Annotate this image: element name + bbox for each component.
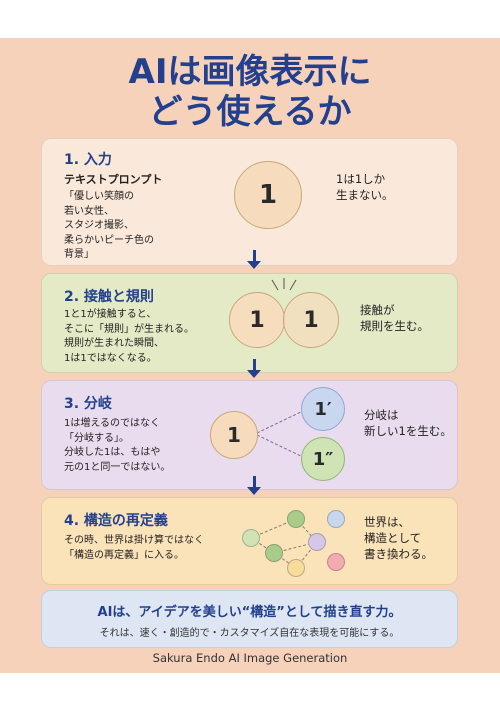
section-body: その時、世界は掛け算ではなく 「構造の再定義」に入る。: [64, 535, 204, 561]
network-node: [265, 544, 283, 562]
network-node: [308, 533, 326, 551]
branch-one-double-prime-circle: 1″: [301, 437, 345, 481]
section-heading: 3. 分岐: [64, 396, 112, 412]
section-side-note: 接触が 規則を生む。: [360, 303, 429, 333]
prompt-subheading: テキストプロンプト: [64, 173, 163, 186]
section-heading: 4. 構造の再定義: [64, 513, 168, 529]
summary-subline: それは、速く・創造的で・カスタマイズ自在な表現を可能にする。: [99, 628, 400, 639]
branch-lines: [257, 408, 308, 460]
network-node: [242, 529, 260, 547]
poster-title-line1: AIは画像表示に: [128, 52, 372, 92]
section-heading: 1. 入力: [64, 152, 112, 168]
section-input-card: 1. 入力 テキストプロンプト 「優しい笑顔の 若い女性、 スタジオ撮影、 柔ら…: [41, 138, 458, 266]
section-body: 1は増えるのではなく 「分岐する」。 分岐した1は、もはや 元の1と同一ではない…: [64, 418, 171, 473]
left-one-circle: 1: [229, 292, 285, 348]
section-branch-card: 3. 分岐 1は増えるのではなく 「分岐する」。 分岐した1は、もはや 元の1と…: [41, 380, 458, 490]
section-side-note: 世界は、 構造として 書き換わる。: [364, 515, 433, 561]
section-body: 1と1が接触すると、 そこに「規則」が生まれる。 規則が生まれた瞬間、 1は1で…: [64, 309, 194, 364]
network-node: [327, 553, 345, 571]
prompt-text: 「優しい笑顔の 若い女性、 スタジオ撮影、 柔らかいピーチ色の 背景」: [64, 191, 154, 260]
section-contact-card: 2. 接触と規則 1と1が接触すると、 そこに「規則」が生まれる。 規則が生まれ…: [41, 273, 458, 373]
section-restructure-card: 4. 構造の再定義 その時、世界は掛け算ではなく 「構造の再定義」に入る。 世界…: [41, 497, 458, 585]
network-node: [287, 559, 305, 577]
right-one-circle: 1: [283, 292, 339, 348]
spark-lines: [271, 278, 297, 291]
network-node: [327, 510, 345, 528]
summary-headline: AIは、アイデアを美しい“構造”として描き直す力。: [97, 605, 402, 620]
branch-one-prime-circle: 1′: [301, 387, 345, 431]
summary-box: AIは、アイデアを美しい“構造”として描き直す力。 それは、速く・創造的で・カス…: [41, 590, 458, 648]
single-one-circle: 1: [234, 161, 302, 229]
network-node: [287, 510, 305, 528]
section-heading: 2. 接触と規則: [64, 289, 154, 305]
section-side-note: 分岐は 新しい1を生む。: [364, 408, 452, 438]
section-side-note: 1は1しか 生まない。: [336, 172, 394, 202]
footer-credit: Sakura Endo AI Image Generation: [152, 651, 348, 665]
source-one-circle: 1: [210, 411, 258, 459]
poster-title-line2: どう使えるか: [148, 92, 352, 132]
